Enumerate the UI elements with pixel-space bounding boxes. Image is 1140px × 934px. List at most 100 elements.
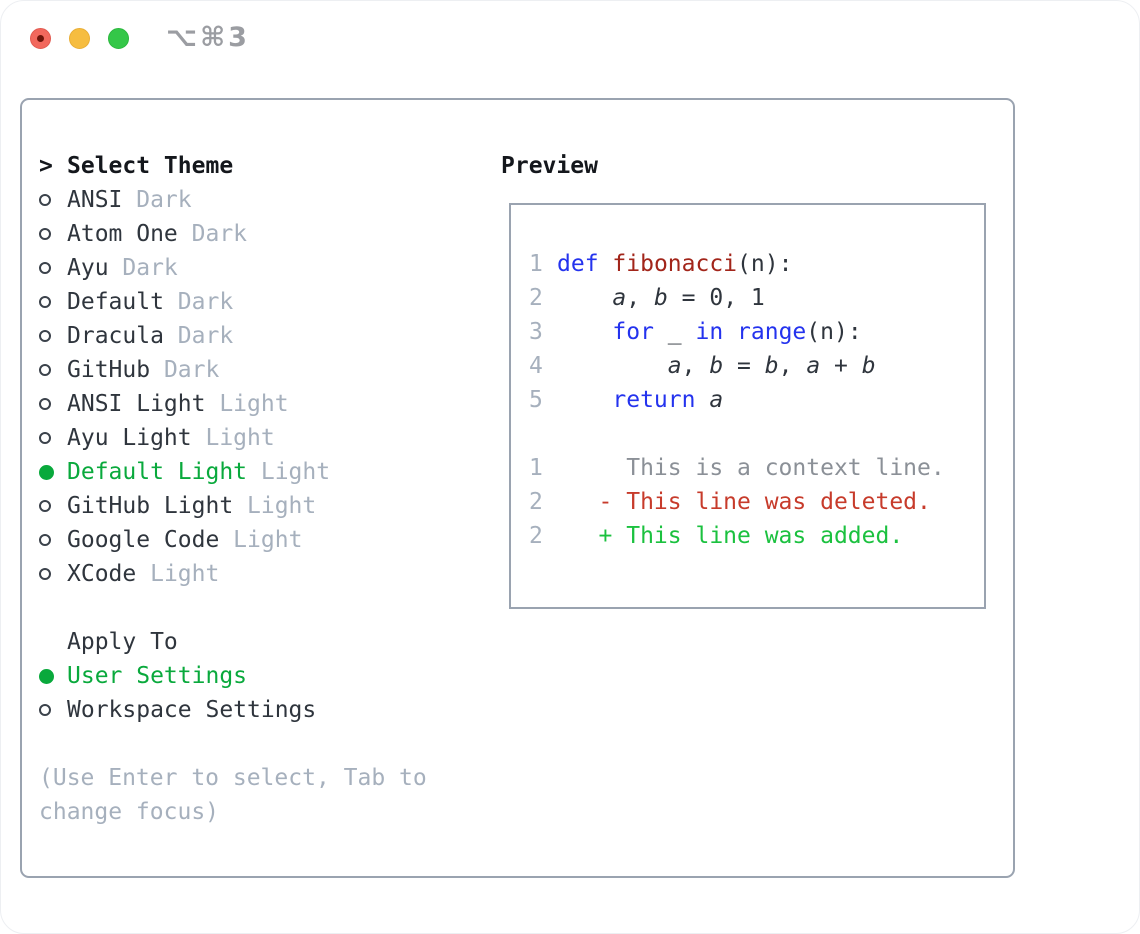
radio-marker[interactable] <box>39 568 67 580</box>
close-button-icon[interactable] <box>30 28 51 49</box>
line-number: 2 <box>529 489 543 515</box>
text-segment: + This line was added. <box>557 523 904 549</box>
text-segment: Light <box>191 425 275 451</box>
radio-unselected-icon[interactable] <box>39 704 51 716</box>
spacer-row <box>39 727 427 761</box>
text-segment: def <box>557 251 599 277</box>
text-segment: b <box>653 285 668 311</box>
radio-unselected-icon[interactable] <box>39 296 51 308</box>
code-line: 2 + This line was added. <box>529 523 945 557</box>
text-segment: User Settings <box>67 663 248 689</box>
theme-item-ansi[interactable]: ANSI Dark <box>39 183 427 217</box>
code-line: 2 - This line was deleted. <box>529 489 945 523</box>
theme-item-ayu[interactable]: Ayu Dark <box>39 251 427 285</box>
text-segment: GitHub Light <box>67 493 234 519</box>
text-segment: a <box>806 353 821 379</box>
text-segment: fibonacci <box>612 251 738 277</box>
text-segment: ANSI Light <box>67 391 206 417</box>
theme-list-header-label: Select Theme <box>67 153 234 179</box>
minimize-button-icon[interactable] <box>69 28 90 49</box>
radio-marker[interactable] <box>39 464 67 480</box>
text-segment: Ayu <box>67 255 109 281</box>
cursor-icon[interactable]: > <box>39 153 53 179</box>
radio-marker[interactable] <box>39 704 67 716</box>
text-segment: Ayu Light <box>67 425 192 451</box>
text-segment: range <box>737 319 807 345</box>
text-segment: = 0, 1 <box>667 285 765 311</box>
theme-item-atom-one[interactable]: Atom One Dark <box>39 217 427 251</box>
radio-marker[interactable] <box>39 330 67 342</box>
radio-unselected-icon[interactable] <box>39 194 51 206</box>
text-segment: (n): <box>806 319 862 345</box>
theme-item-github[interactable]: GitHub Dark <box>39 353 427 387</box>
radio-unselected-icon[interactable] <box>39 364 51 376</box>
text-segment <box>695 387 709 413</box>
line-number: 2 <box>529 285 543 311</box>
theme-item-xcode[interactable]: XCode Light <box>39 557 427 591</box>
text-segment: Google Code <box>67 527 220 553</box>
text-segment: , <box>681 353 710 379</box>
code-line: 2 a, b = 0, 1 <box>529 285 945 319</box>
text-segment: Dark <box>122 187 192 213</box>
text-segment: a <box>709 387 724 413</box>
text-segment: Default <box>67 289 164 315</box>
theme-item-ayu-light[interactable]: Ayu Light Light <box>39 421 427 455</box>
titlebar: ⌥⌘3 <box>1 1 1139 81</box>
radio-marker[interactable] <box>39 262 67 274</box>
theme-item-google-code[interactable]: Google Code Light <box>39 523 427 557</box>
radio-unselected-icon[interactable] <box>39 534 51 546</box>
line-number: 3 <box>529 319 543 345</box>
text-segment: a <box>612 285 627 311</box>
text-segment: - This line was deleted. <box>557 489 931 515</box>
radio-unselected-icon[interactable] <box>39 432 51 444</box>
theme-item-ansi-light[interactable]: ANSI Light Light <box>39 387 427 421</box>
radio-marker[interactable] <box>39 296 67 308</box>
radio-selected-icon[interactable] <box>39 464 54 480</box>
line-number: 1 <box>529 455 543 481</box>
text-segment: Light <box>136 561 220 587</box>
radio-selected-icon[interactable] <box>39 668 54 684</box>
radio-marker[interactable] <box>39 364 67 376</box>
apply-option-user-settings[interactable]: User Settings <box>39 659 427 693</box>
radio-unselected-icon[interactable] <box>39 568 51 580</box>
radio-marker[interactable] <box>39 534 67 546</box>
theme-item-github-light[interactable]: GitHub Light Light <box>39 489 427 523</box>
theme-item-default-light[interactable]: Default Light Light <box>39 455 427 489</box>
code-line <box>529 421 945 455</box>
text-segment <box>557 319 612 345</box>
radio-marker[interactable] <box>39 228 67 240</box>
radio-marker[interactable] <box>39 432 67 444</box>
text-segment: = <box>723 353 765 379</box>
radio-unselected-icon[interactable] <box>39 262 51 274</box>
text-segment: Light <box>219 527 303 553</box>
radio-marker[interactable] <box>39 398 67 410</box>
theme-list-header[interactable]: > Select Theme <box>39 149 427 183</box>
zoom-button-icon[interactable] <box>108 28 129 49</box>
apply-option-workspace-settings[interactable]: Workspace Settings <box>39 693 427 727</box>
text-segment: + <box>820 353 862 379</box>
text-segment: Dracula <box>67 323 164 349</box>
theme-item-default[interactable]: Default Dark <box>39 285 427 319</box>
text-segment: a <box>667 353 682 379</box>
text-segment: Light <box>233 493 317 519</box>
text-segment <box>557 387 612 413</box>
radio-marker[interactable] <box>39 194 67 206</box>
text-segment: Light <box>247 459 331 485</box>
radio-marker[interactable] <box>39 668 67 684</box>
radio-marker[interactable] <box>39 500 67 512</box>
radio-unselected-icon[interactable] <box>39 398 51 410</box>
text-segment: Light <box>205 391 289 417</box>
text-segment: , <box>778 353 807 379</box>
text-segment <box>599 251 613 277</box>
code-line: 3 for _ in range(n): <box>529 319 945 353</box>
radio-unselected-icon[interactable] <box>39 330 51 342</box>
theme-item-dracula[interactable]: Dracula Dark <box>39 319 427 353</box>
text-segment: Workspace Settings <box>67 697 317 723</box>
window-title: ⌥⌘3 <box>166 22 250 53</box>
text-segment: ANSI <box>67 187 123 213</box>
radio-unselected-icon[interactable] <box>39 228 51 240</box>
radio-unselected-icon[interactable] <box>39 500 51 512</box>
code-line: 1 This is a context line. <box>529 455 945 489</box>
